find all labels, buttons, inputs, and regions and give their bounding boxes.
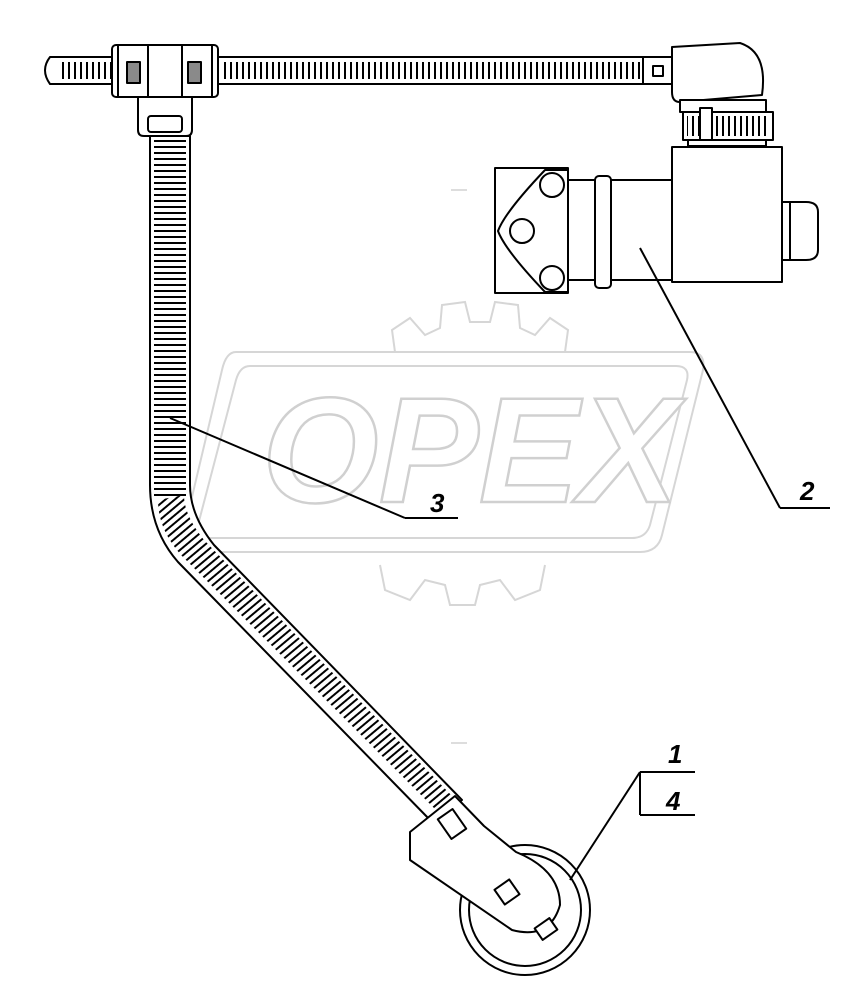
ring-terminal <box>409 795 591 976</box>
elbow-connector <box>642 42 774 147</box>
callout-4: 4 <box>665 786 681 816</box>
vertical-tie-strap <box>149 135 463 823</box>
callout-1: 1 <box>668 739 682 769</box>
watermark-text: OPEX <box>262 366 687 534</box>
watermark-gear-outline <box>360 300 600 606</box>
horizontal-tie-strap <box>44 56 651 85</box>
watermark-outer-frame <box>180 351 705 553</box>
watermark-inner-frame <box>196 365 689 539</box>
opex-watermark: OPEX <box>180 300 705 606</box>
t-junction-clamp <box>111 44 219 137</box>
solenoid-valve <box>494 146 819 294</box>
callout-2: 2 <box>799 476 815 506</box>
leader-lines <box>169 189 830 881</box>
callout-3: 3 <box>430 488 445 518</box>
